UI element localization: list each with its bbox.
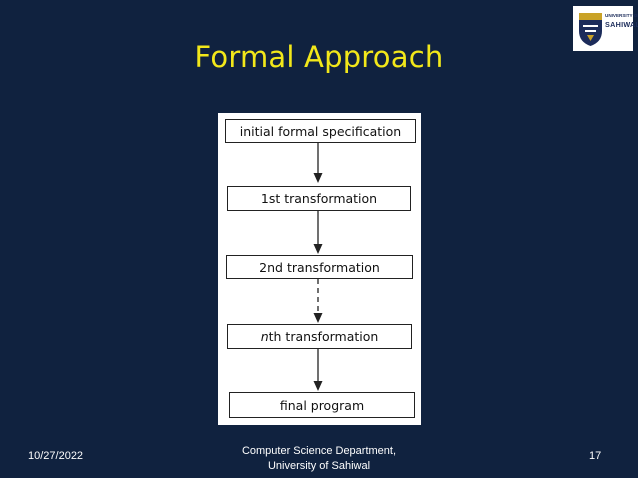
arrow-4-head (313, 381, 323, 391)
step-initial-formal-specification: initial formal specification (225, 119, 416, 143)
step-label-italic-prefix: n (260, 329, 269, 344)
arrow-2-head (313, 244, 323, 254)
step-label: th transformation (268, 329, 379, 344)
logo-line-1: UNIVERSITY OF (605, 13, 638, 18)
footer-department-line-1: Computer Science Department, (241, 445, 397, 457)
step-2nd-transformation: 2nd transformation (226, 255, 413, 279)
step-label: final program (279, 397, 365, 413)
step-label: 1st transformation (260, 191, 378, 206)
step-label: initial formal specification (239, 123, 402, 139)
footer-department: Computer Science Department, University … (219, 444, 419, 474)
step-label: 2nd transformation (259, 259, 380, 275)
arrow-3-head (313, 313, 323, 323)
university-seal-icon (579, 13, 602, 46)
logo-line-2: SAHIWAL (605, 19, 638, 29)
step-final-program: final program (229, 392, 415, 418)
flow-arrows (313, 143, 323, 391)
university-logo: UNIVERSITY OF SAHIWAL (573, 6, 638, 51)
transformation-flow-diagram: initial formal specification 1st transfo… (218, 113, 421, 425)
footer-date: 10/27/2022 (28, 450, 84, 462)
arrow-1-head (313, 173, 323, 183)
logo-wordmark: UNIVERSITY OF SAHIWAL (605, 13, 638, 29)
step-1st-transformation: 1st transformation (227, 186, 411, 211)
slide-title: Formal Approach (194, 40, 444, 74)
footer-page-number: 17 (589, 450, 602, 462)
footer-department-line-2: University of Sahiwal (267, 460, 371, 472)
